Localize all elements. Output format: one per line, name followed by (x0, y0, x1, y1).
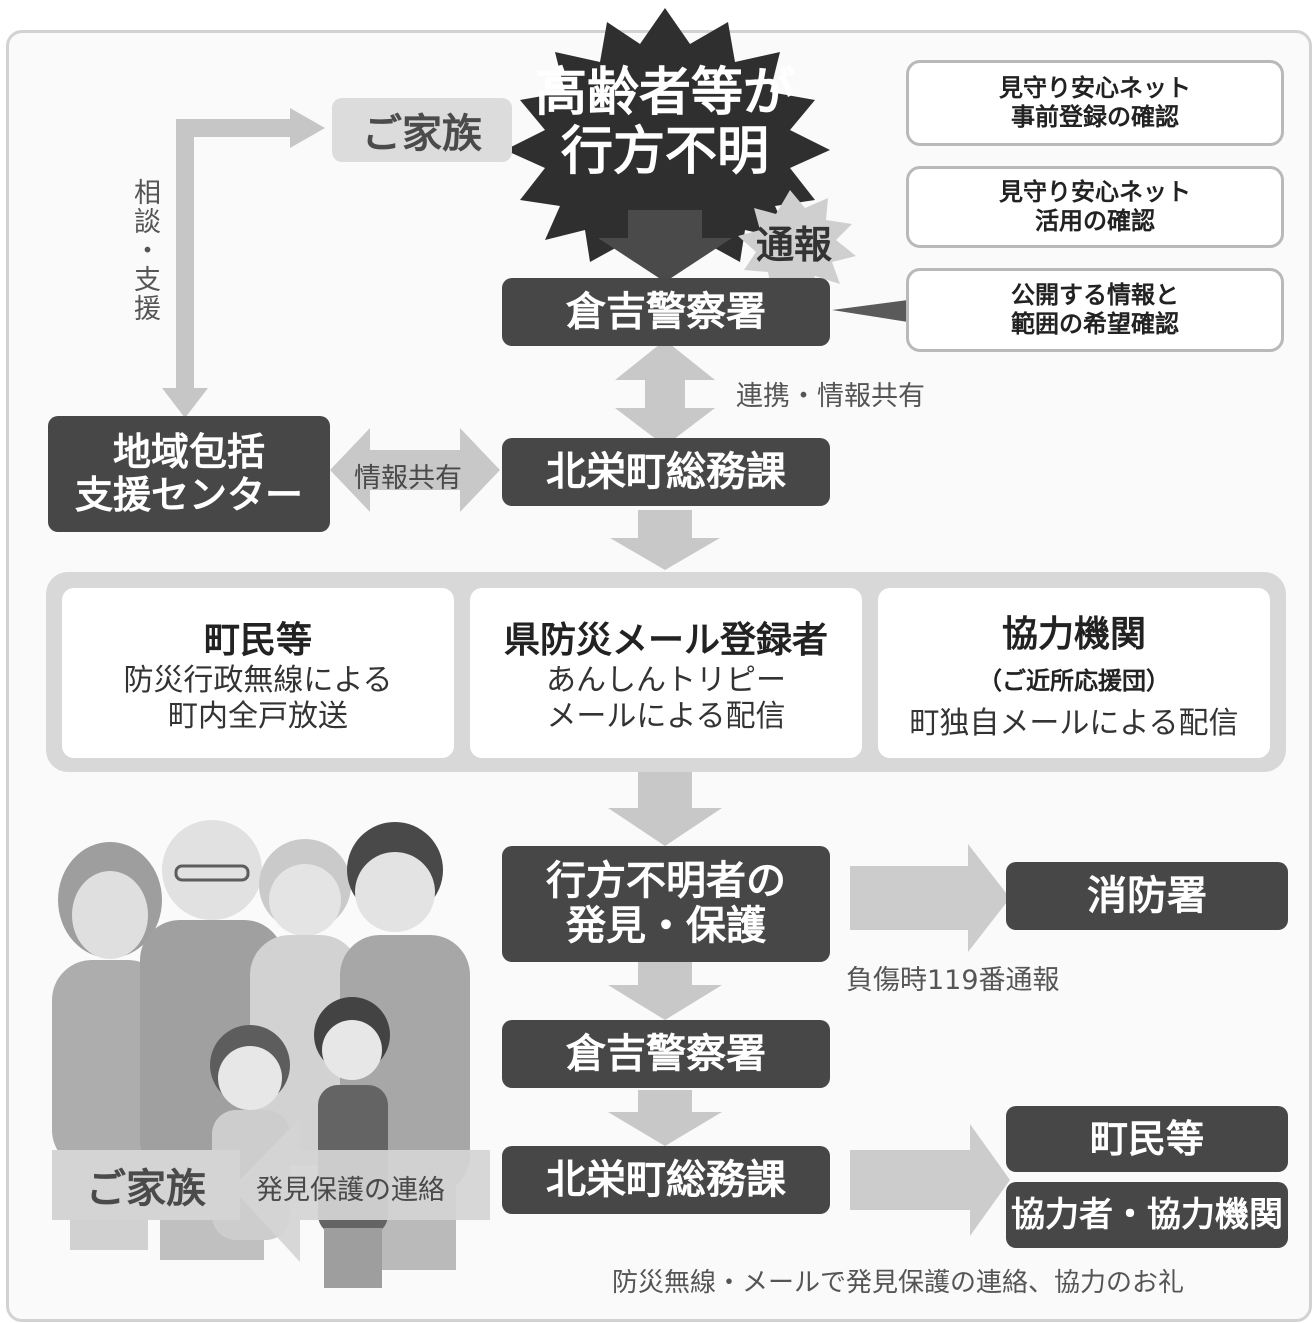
consult-label: 相談・支援 (129, 178, 160, 323)
alert-starburst (505, 8, 830, 262)
channel-residents-title: 町民等 (203, 620, 312, 661)
channel-partners-line1: 町独自メールによる配信 (909, 705, 1239, 741)
title-block: 高齢者等が 行方不明 (520, 63, 810, 183)
arrow-right-residents (850, 1124, 1010, 1236)
police-bottom: 倉吉警察署 (502, 1020, 830, 1088)
found-line2: 発見・保護 (566, 903, 766, 949)
channel-mail-title: 県防災メール登録者 (503, 620, 828, 661)
report-burst (738, 190, 856, 298)
title-line1: 高齢者等が (534, 63, 795, 123)
channel-partners: 協力機関 （ご近所応援団） 町独自メールによる配信 (878, 588, 1270, 758)
cooperators-box: 協力者・協力機関 (1006, 1182, 1288, 1248)
consult-arrow-head-down (162, 388, 208, 418)
arrow-down-police (598, 210, 732, 282)
channel-prefecture-mail: 県防災メール登録者 あんしんトリピー メールによる配信 (470, 588, 862, 758)
support-center-line2: 支援センター (74, 473, 303, 517)
support-center-line1: 地域包括 (112, 430, 265, 475)
note-usage: 見守り安心ネット活用の確認 (906, 166, 1284, 248)
arrow-right-fire (850, 844, 1010, 952)
consult-arrow-line (176, 119, 290, 400)
residents-box: 町民等 (1006, 1106, 1288, 1172)
general-affairs-top: 北栄町総務課 (502, 438, 830, 506)
note-1-line2: 事前登録の確認 (1011, 103, 1179, 131)
note-2-line2: 活用の確認 (1035, 207, 1155, 235)
fire-station: 消防署 (1006, 862, 1288, 930)
channel-residents: 町民等 防災行政無線による 町内全戸放送 (62, 588, 454, 758)
note-3-line2: 範囲の希望確認 (1011, 310, 1179, 338)
double-arrow-horizontal (330, 428, 500, 512)
channel-partners-title: 協力機関 (1001, 613, 1146, 655)
channel-mail-line2: メールによる配信 (546, 699, 786, 734)
note-preregistration: 見守り安心ネット事前登録の確認 (906, 60, 1284, 146)
family-illustration (52, 820, 470, 1288)
title-line2: 行方不明 (560, 122, 769, 183)
family-bottom: ご家族 (52, 1150, 240, 1220)
support-center: 地域包括 支援センター (48, 416, 330, 532)
arrow-down-police-bottom (608, 962, 722, 1020)
notes-connector (832, 300, 908, 322)
note-2-line1: 見守り安心ネット (999, 178, 1191, 207)
injury-label: 負傷時119番通報 (846, 965, 1060, 996)
report-label: 通報 (755, 223, 832, 267)
family-top: ご家族 (332, 98, 512, 162)
info-share-label: 情報共有 (354, 463, 462, 494)
footer-note: 防災無線・メールで発見保護の連絡、協力のお礼 (612, 1268, 1185, 1298)
arrow-left-family (232, 1118, 490, 1262)
arrow-down-found (608, 770, 722, 846)
note-1-line1: 見守り安心ネット (999, 74, 1191, 103)
channel-residents-line2: 町内全戸放送 (168, 699, 348, 734)
cooperation-label: 連携・情報共有 (736, 381, 925, 412)
channel-partners-subtitle: （ご近所応援団） (978, 666, 1170, 695)
note-3-line1: 公開する情報と (1011, 281, 1179, 310)
channel-mail-line1: あんしんトリピー (546, 663, 786, 698)
found-protect: 行方不明者の 発見・保護 (502, 846, 830, 962)
general-affairs-bottom: 北栄町総務課 (502, 1146, 830, 1214)
arrow-down-channels (610, 510, 720, 570)
note-disclosure: 公開する情報と範囲の希望確認 (906, 268, 1284, 352)
police-top: 倉吉警察署 (502, 278, 830, 346)
consult-arrow-head-right (290, 108, 325, 148)
found-line1: 行方不明者の (546, 858, 786, 905)
double-arrow-vertical (615, 340, 715, 446)
arrow-down-ga-bottom (608, 1090, 722, 1146)
found-contact-label: 発見保護の連絡 (256, 1175, 445, 1206)
channel-residents-line1: 防災行政無線による (123, 663, 393, 698)
